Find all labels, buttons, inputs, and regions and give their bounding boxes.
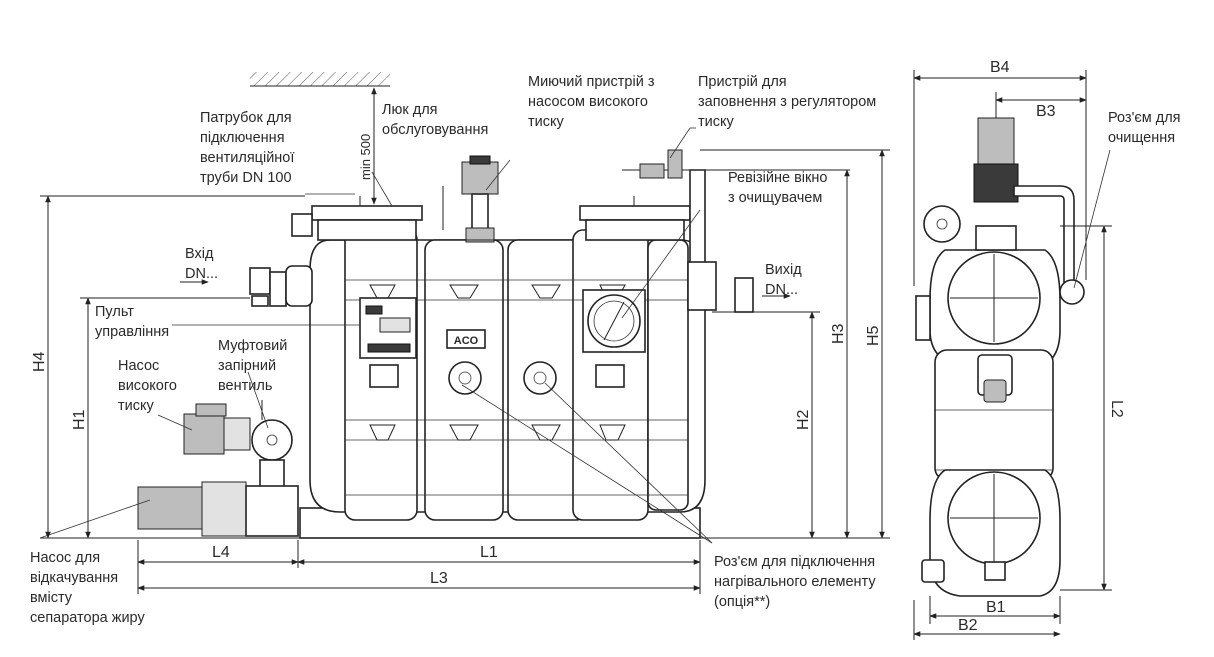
outlet-line-1: Вихід [765,262,802,278]
dim-L3: L3 [430,570,448,587]
label-vent-pipe: Патрубок для підключення вентиляційної т… [200,110,294,186]
control-panel [359,297,417,359]
service-hatch-covers [311,196,691,241]
dim-L2: L2 [1108,400,1125,418]
heater-socket-line-1: Роз'єм для підключення [714,554,875,570]
drain-pump-line-3: вмісту [30,590,73,606]
front-dimension-lines [913,70,1112,640]
dim-H4: H4 [31,351,48,372]
service-hatch-line-2: обслуговування [382,122,488,138]
label-washer: Миючий пристрій з насосом високого тиску [528,74,655,130]
outlet-line-2: DN... [765,282,798,298]
dimension-lines [40,87,890,594]
separator-front-view [915,117,1085,597]
dim-H5: H5 [865,325,882,346]
control-panel-line-1: Пульт [95,304,134,320]
heater-socket-line-3: (опція**) [714,594,770,610]
dim-B2: B2 [958,617,978,634]
washer-line-3: тиску [528,114,564,130]
vent-pipe-stub [291,213,313,237]
label-heater-socket: Роз'єм для підключення нагрівального еле… [714,554,876,610]
heater-socket-line-2: нагрівального елементу [714,574,876,590]
vent-pipe-line-4: труби DN 100 [200,170,292,186]
cleaning-socket-line-2: очищення [1108,130,1175,146]
coupling-valve-line-3: вентиль [218,378,272,394]
coupling-valve-line-1: Муфтовий [218,338,287,354]
ceiling-hatch [250,72,390,87]
inspection-window [582,289,646,353]
label-outlet: Вихід DN... [765,262,802,298]
drain-pump-line-2: відкачування [30,570,118,586]
dim-H3: H3 [830,323,847,344]
label-service-hatch: Люк для обслуговування [382,102,488,138]
washer-device [434,155,570,243]
filler-line-3: тиску [698,114,734,130]
dim-H2: H2 [795,409,812,430]
vent-pipe-line-2: підключення [200,130,285,146]
label-filler: Пристрій для заповнення з регулятором ти… [698,74,876,130]
leader-lines [39,127,713,544]
label-control-panel: Пульт управління [95,304,169,340]
label-inspection-window: Ревізійне вікно з очищувачем [728,170,827,206]
dim-L4: L4 [212,544,230,561]
washer-line-1: Миючий пристрій з [528,74,655,90]
label-cleaning-socket: Роз'єм для очищення [1108,110,1181,146]
inlet-line-2: DN... [185,266,218,282]
label-drain-pump: Насос для відкачування вмісту сепаратора… [30,550,145,626]
outlet-connection [734,277,754,313]
hp-pump-line-3: тиску [118,398,154,414]
cleaning-socket-leader [1073,149,1111,289]
label-inlet: Вхід DN... [185,246,218,282]
dim-L1: L1 [480,544,498,561]
hp-pump-line-2: високого [118,378,177,394]
drain-pump-line-4: сепаратора жиру [30,610,145,626]
inspection-window-line-2: з очищувачем [728,190,822,206]
label-coupling-valve: Муфтовий запірний вентиль [218,338,287,394]
brand-logo: ACO [454,335,479,347]
dim-B4: B4 [990,59,1010,76]
inlet-connection [249,265,313,307]
label-hp-pump: Насос високого тиску [118,358,177,414]
service-hatch-line-1: Люк для [382,102,438,118]
control-panel-line-2: управління [95,324,169,340]
cleaning-socket-line-1: Роз'єм для [1108,110,1181,126]
inspection-window-line-1: Ревізійне вікно [728,170,827,186]
vent-pipe-line-3: вентиляційної [200,150,294,166]
coupling-valve-line-2: запірний [218,358,276,374]
drain-pump-line-1: Насос для [30,550,100,566]
hp-pump-line-1: Насос [118,358,159,374]
dimension-labels: H4 H1 H2 H3 H5 L4 L1 L3 B4 B3 L2 B1 B2 [31,59,1125,634]
min-clearance-label: min 500 [358,134,373,180]
filling-device [622,149,717,311]
separator-body: ACO [299,229,706,539]
dim-B3: B3 [1036,103,1056,120]
filler-line-2: заповнення з регулятором [698,94,876,110]
washer-line-2: насосом високого [528,94,648,110]
dim-B1: B1 [986,599,1006,616]
high-pressure-pump [183,403,251,455]
inlet-line-1: Вхід [185,246,214,262]
drain-pump [137,481,299,537]
vent-pipe-line-1: Патрубок для [200,110,292,126]
filler-line-1: Пристрій для [698,74,787,90]
dim-H1: H1 [71,409,88,430]
